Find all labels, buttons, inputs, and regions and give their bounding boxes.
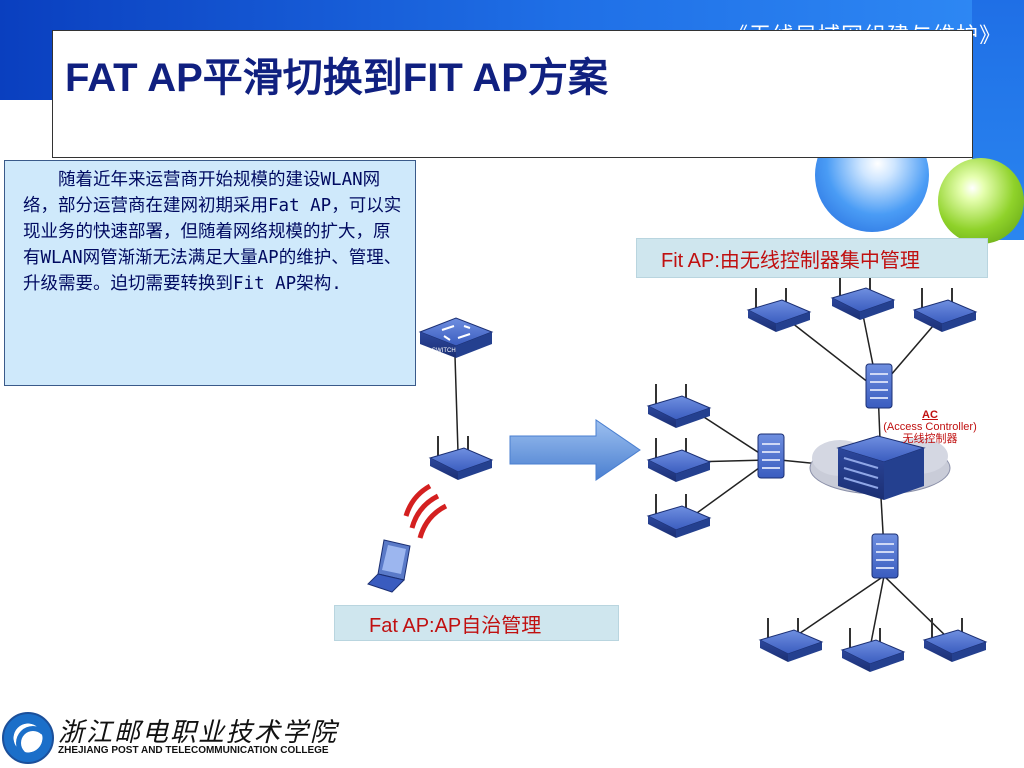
access-controller-label: AC (Access Controller) 无线控制器 (870, 409, 990, 445)
access-controller-icon (836, 435, 926, 500)
title-box: FAT AP平滑切换到FIT AP方案 (52, 30, 973, 158)
description-box: 随着近年来运营商开始规模的建设WLAN网络，部分运营商在建网初期采用Fat AP… (4, 160, 416, 386)
aggregation-switch-icon (757, 433, 785, 479)
fat-ap-label: Fat AP:AP自治管理 (334, 605, 619, 641)
description-text: 随着近年来运营商开始规模的建设WLAN网络，部分运营商在建网初期采用Fat AP… (23, 170, 402, 294)
college-name-cn: 浙江邮电职业技术学院 (58, 718, 339, 748)
fit-ap-device-icon (913, 287, 977, 333)
fit-ap-label: Fit AP:由无线控制器集中管理 (636, 238, 988, 278)
transition-arrow-icon (509, 419, 641, 481)
fat-ap-device-icon (429, 435, 493, 481)
aggregation-switch-icon (865, 363, 893, 409)
fit-ap-device-icon (647, 437, 711, 483)
ac-label-subtitle: (Access Controller) (883, 421, 977, 433)
college-logo-icon (2, 712, 54, 764)
wifi-signal-icon (403, 483, 448, 539)
ac-label-title: AC (922, 409, 938, 421)
switch-icon (418, 317, 494, 358)
fit-ap-device-icon (647, 493, 711, 539)
fit-ap-device-icon (747, 287, 811, 333)
fit-ap-device-icon (831, 275, 895, 321)
fat-ap-topology: SWITCH (367, 317, 494, 593)
ac-label-cn: 无线控制器 (902, 433, 958, 445)
fit-ap-device-icon (647, 383, 711, 429)
laptop-icon (367, 539, 411, 593)
aggregation-switch-icon (871, 533, 899, 579)
switch-label: SWITCH (432, 348, 456, 354)
decorative-green-ball (938, 158, 1024, 244)
college-name-en: ZHEJIANG POST AND TELECOMMUNICATION COLL… (58, 745, 329, 756)
slide-title: FAT AP平滑切换到FIT AP方案 (65, 56, 608, 100)
